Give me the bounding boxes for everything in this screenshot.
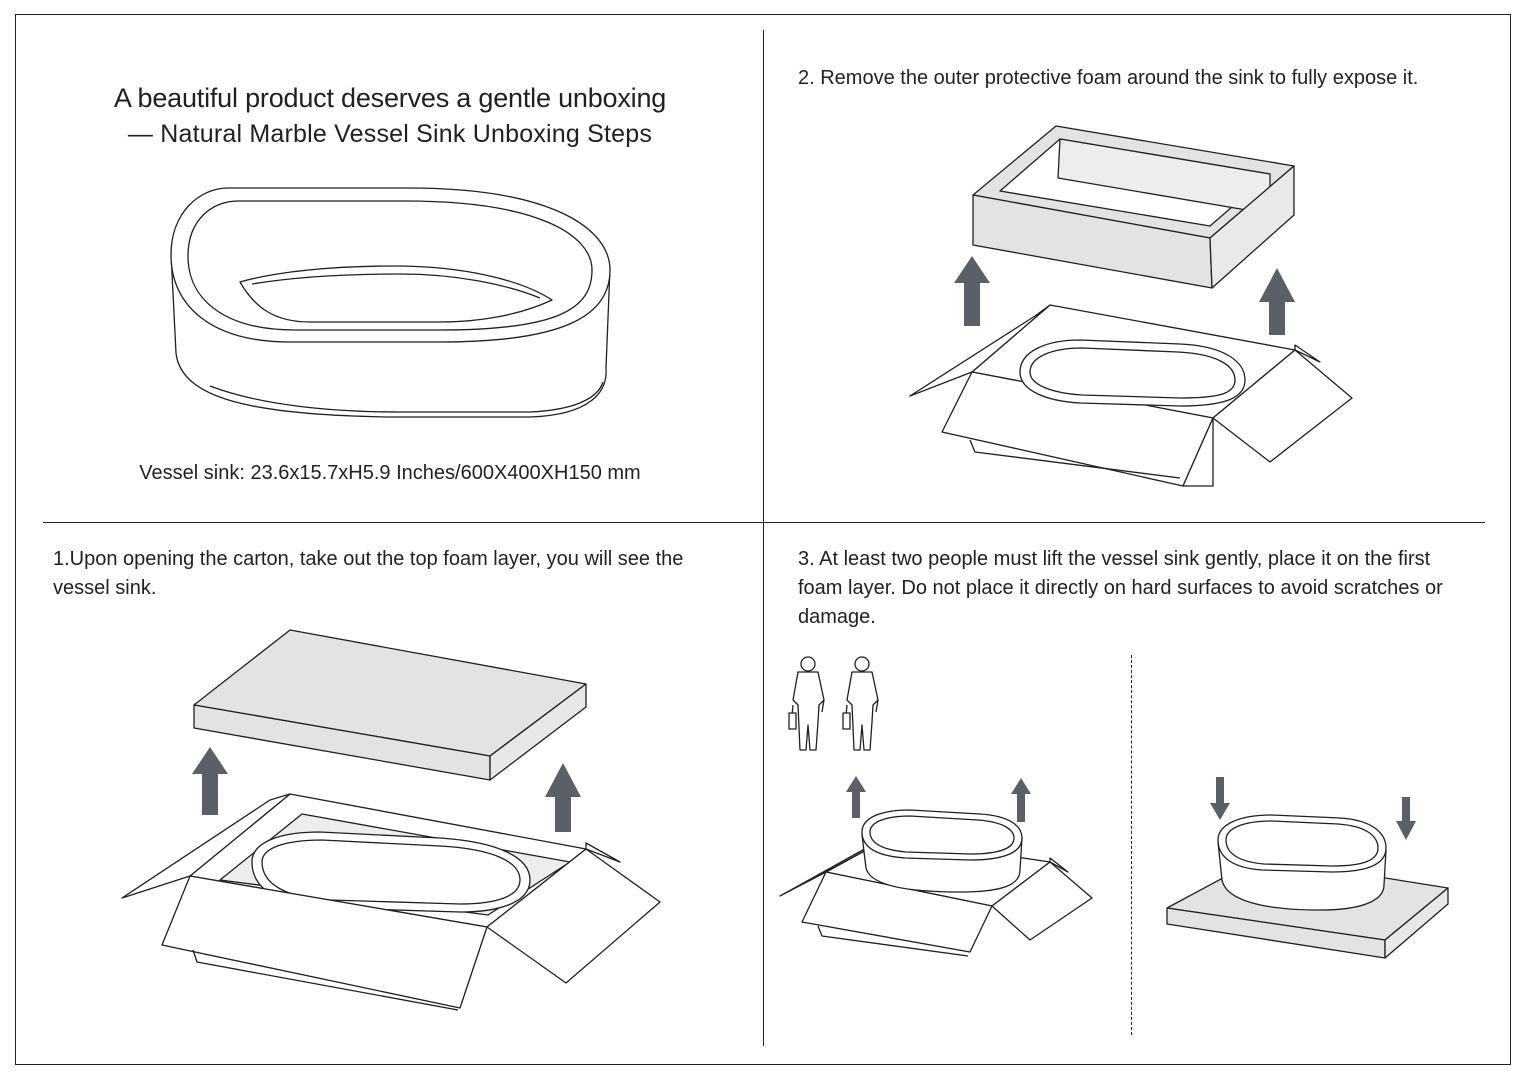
page-subtitle: — Natural Marble Vessel Sink Unboxing St…	[127, 120, 653, 148]
page-border	[15, 14, 1511, 1065]
step-3-text: 3. At least two people must lift the ves…	[798, 548, 1443, 628]
vessel-sink-illustration	[170, 187, 611, 418]
vertical-divider	[763, 30, 764, 1046]
horizontal-divider	[43, 522, 1485, 523]
step-1-text: 1.Upon opening the carton, take out the …	[53, 548, 684, 599]
page-title: A beautiful product deserves a gentle un…	[113, 83, 667, 113]
product-dimensions: Vessel sink: 23.6x15.7xH5.9 Inches/600X4…	[139, 462, 641, 484]
step-2-text: 2. Remove the outer protective foam arou…	[798, 67, 1419, 89]
dashed-divider	[1131, 655, 1132, 1035]
